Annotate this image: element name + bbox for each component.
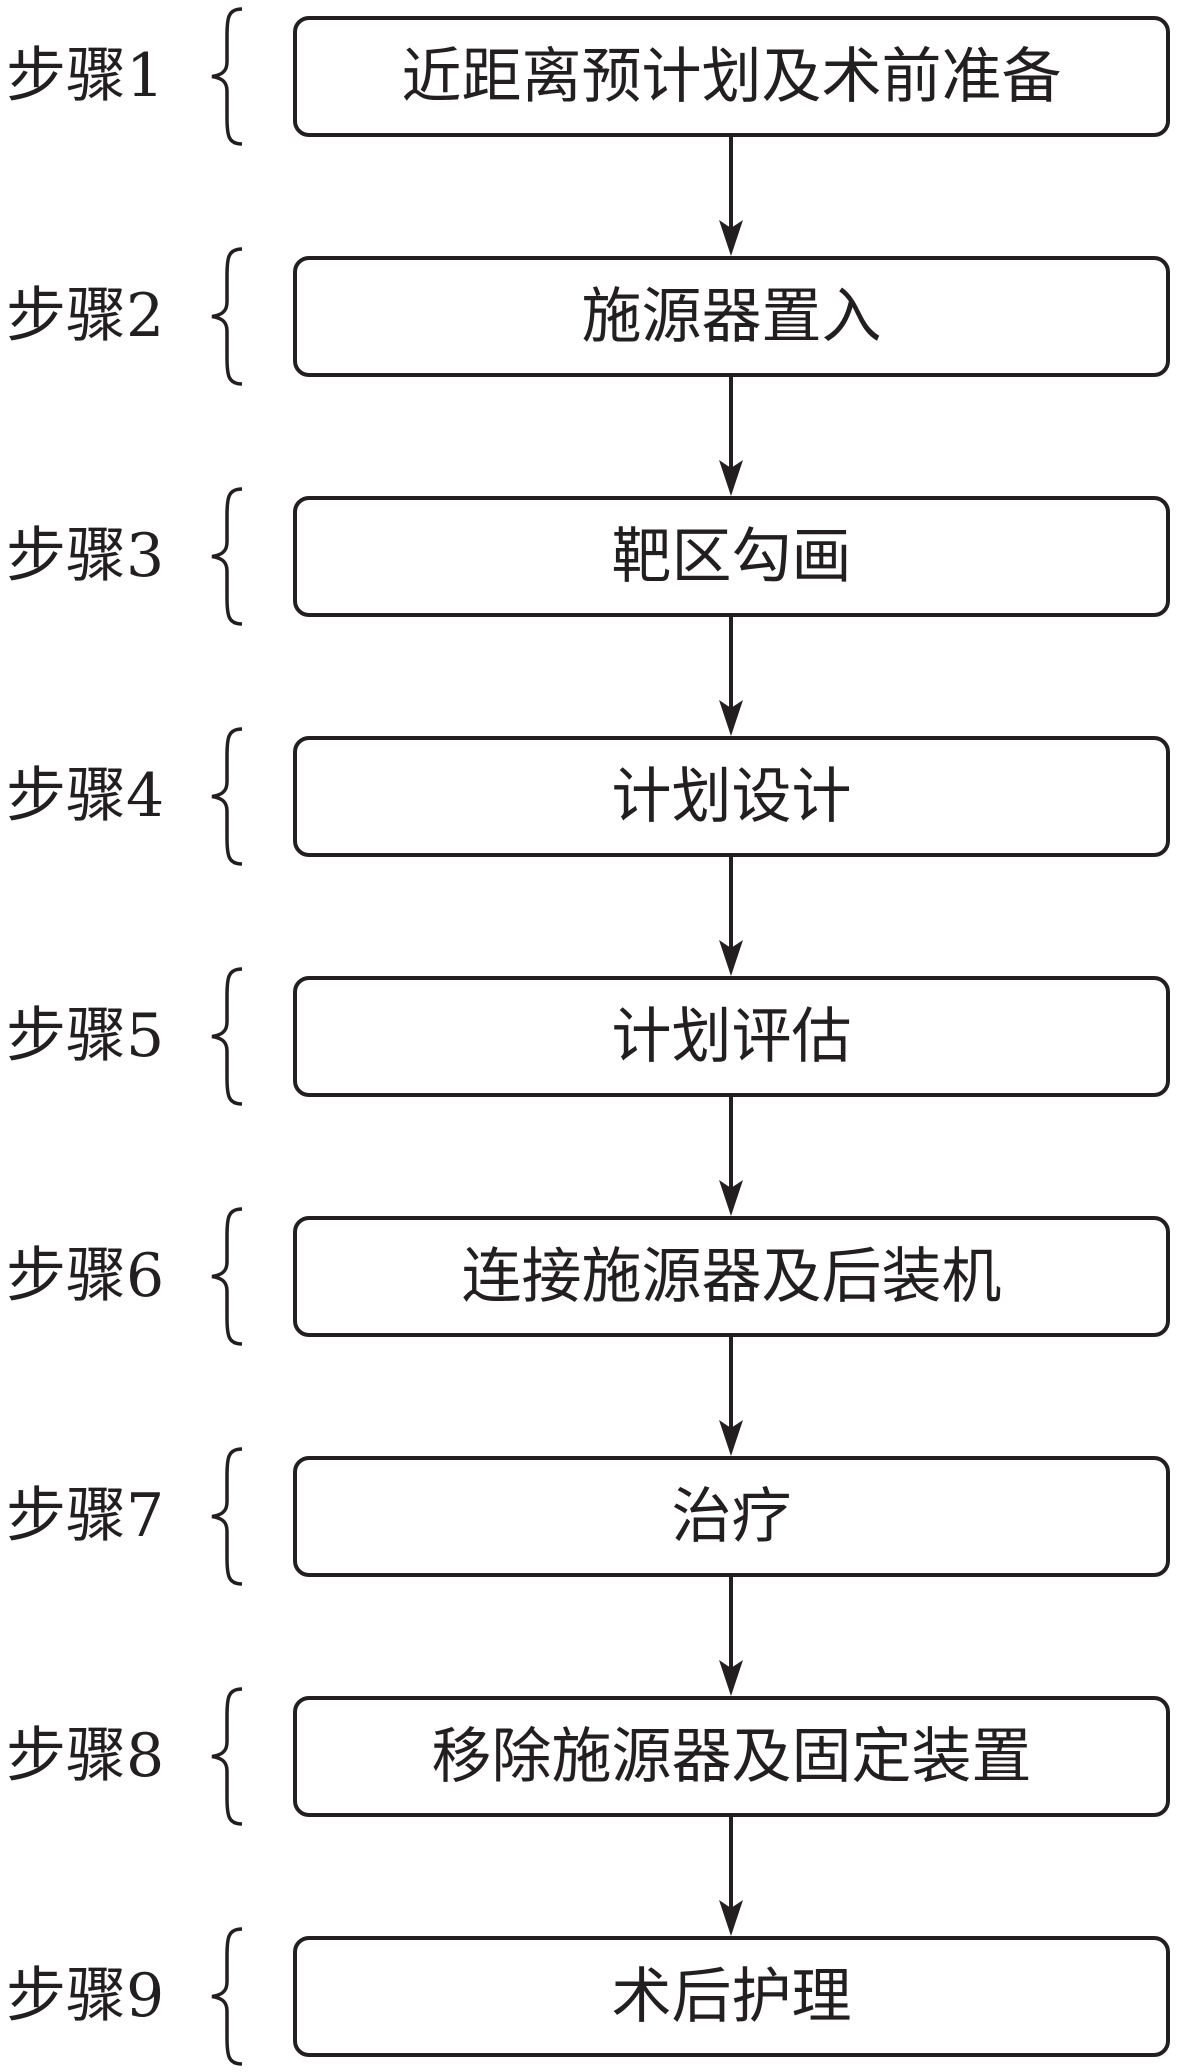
brace-icon xyxy=(211,1687,243,1826)
step-box: 计划设计 xyxy=(293,736,1170,857)
step-row-2: 步骤2 施源器置入 xyxy=(0,247,1185,386)
step-row-8: 步骤8 移除施源器及固定装置 xyxy=(0,1687,1185,1826)
step-box: 术后护理 xyxy=(293,1936,1170,2057)
step-text: 连接施源器及后装机 xyxy=(461,1241,1002,1312)
step-label: 步骤3 xyxy=(6,521,165,591)
step-label: 步骤5 xyxy=(6,1001,165,1071)
brace-icon xyxy=(211,1207,243,1346)
step-row-7: 步骤7 治疗 xyxy=(0,1447,1185,1586)
brace-icon xyxy=(211,1927,243,2066)
flow-arrow xyxy=(719,857,743,976)
brace-icon xyxy=(211,487,243,626)
step-box: 治疗 xyxy=(293,1456,1170,1577)
step-label: 步骤8 xyxy=(6,1721,165,1791)
step-box: 计划评估 xyxy=(293,976,1170,1097)
brace-icon xyxy=(211,7,243,146)
flow-arrow xyxy=(719,377,743,496)
step-row-9: 步骤9 术后护理 xyxy=(0,1927,1185,2066)
step-label: 步骤1 xyxy=(6,41,165,111)
step-label: 步骤6 xyxy=(6,1241,165,1311)
flow-arrow xyxy=(719,1337,743,1456)
step-text: 治疗 xyxy=(671,1481,792,1552)
step-text: 移除施源器及固定装置 xyxy=(431,1721,1032,1792)
brace-icon xyxy=(211,727,243,866)
step-box: 移除施源器及固定装置 xyxy=(293,1696,1170,1817)
brace-icon xyxy=(211,1447,243,1586)
step-box: 连接施源器及后装机 xyxy=(293,1216,1170,1337)
flow-arrow xyxy=(719,137,743,256)
step-row-1: 步骤1 近距离预计划及术前准备 xyxy=(0,7,1185,146)
step-row-4: 步骤4 计划设计 xyxy=(0,727,1185,866)
step-box: 靶区勾画 xyxy=(293,496,1170,617)
flow-arrow xyxy=(719,1577,743,1696)
brace-icon xyxy=(211,247,243,386)
step-text: 计划设计 xyxy=(611,761,852,832)
step-text: 近距离预计划及术前准备 xyxy=(401,41,1062,112)
step-label: 步骤2 xyxy=(6,281,165,351)
step-text: 靶区勾画 xyxy=(611,521,852,592)
step-row-6: 步骤6 连接施源器及后装机 xyxy=(0,1207,1185,1346)
step-row-5: 步骤5 计划评估 xyxy=(0,967,1185,1106)
step-label: 步骤4 xyxy=(6,761,165,831)
step-text: 术后护理 xyxy=(611,1961,852,2032)
flow-arrow xyxy=(719,1097,743,1216)
step-text: 计划评估 xyxy=(611,1001,852,1072)
step-box: 近距离预计划及术前准备 xyxy=(293,16,1170,137)
step-label: 步骤9 xyxy=(6,1961,165,2031)
step-row-3: 步骤3 靶区勾画 xyxy=(0,487,1185,626)
flow-arrow xyxy=(719,617,743,736)
step-box: 施源器置入 xyxy=(293,256,1170,377)
flow-arrow xyxy=(719,1817,743,1936)
step-label: 步骤7 xyxy=(6,1481,165,1551)
step-text: 施源器置入 xyxy=(581,281,882,352)
brace-icon xyxy=(211,967,243,1106)
